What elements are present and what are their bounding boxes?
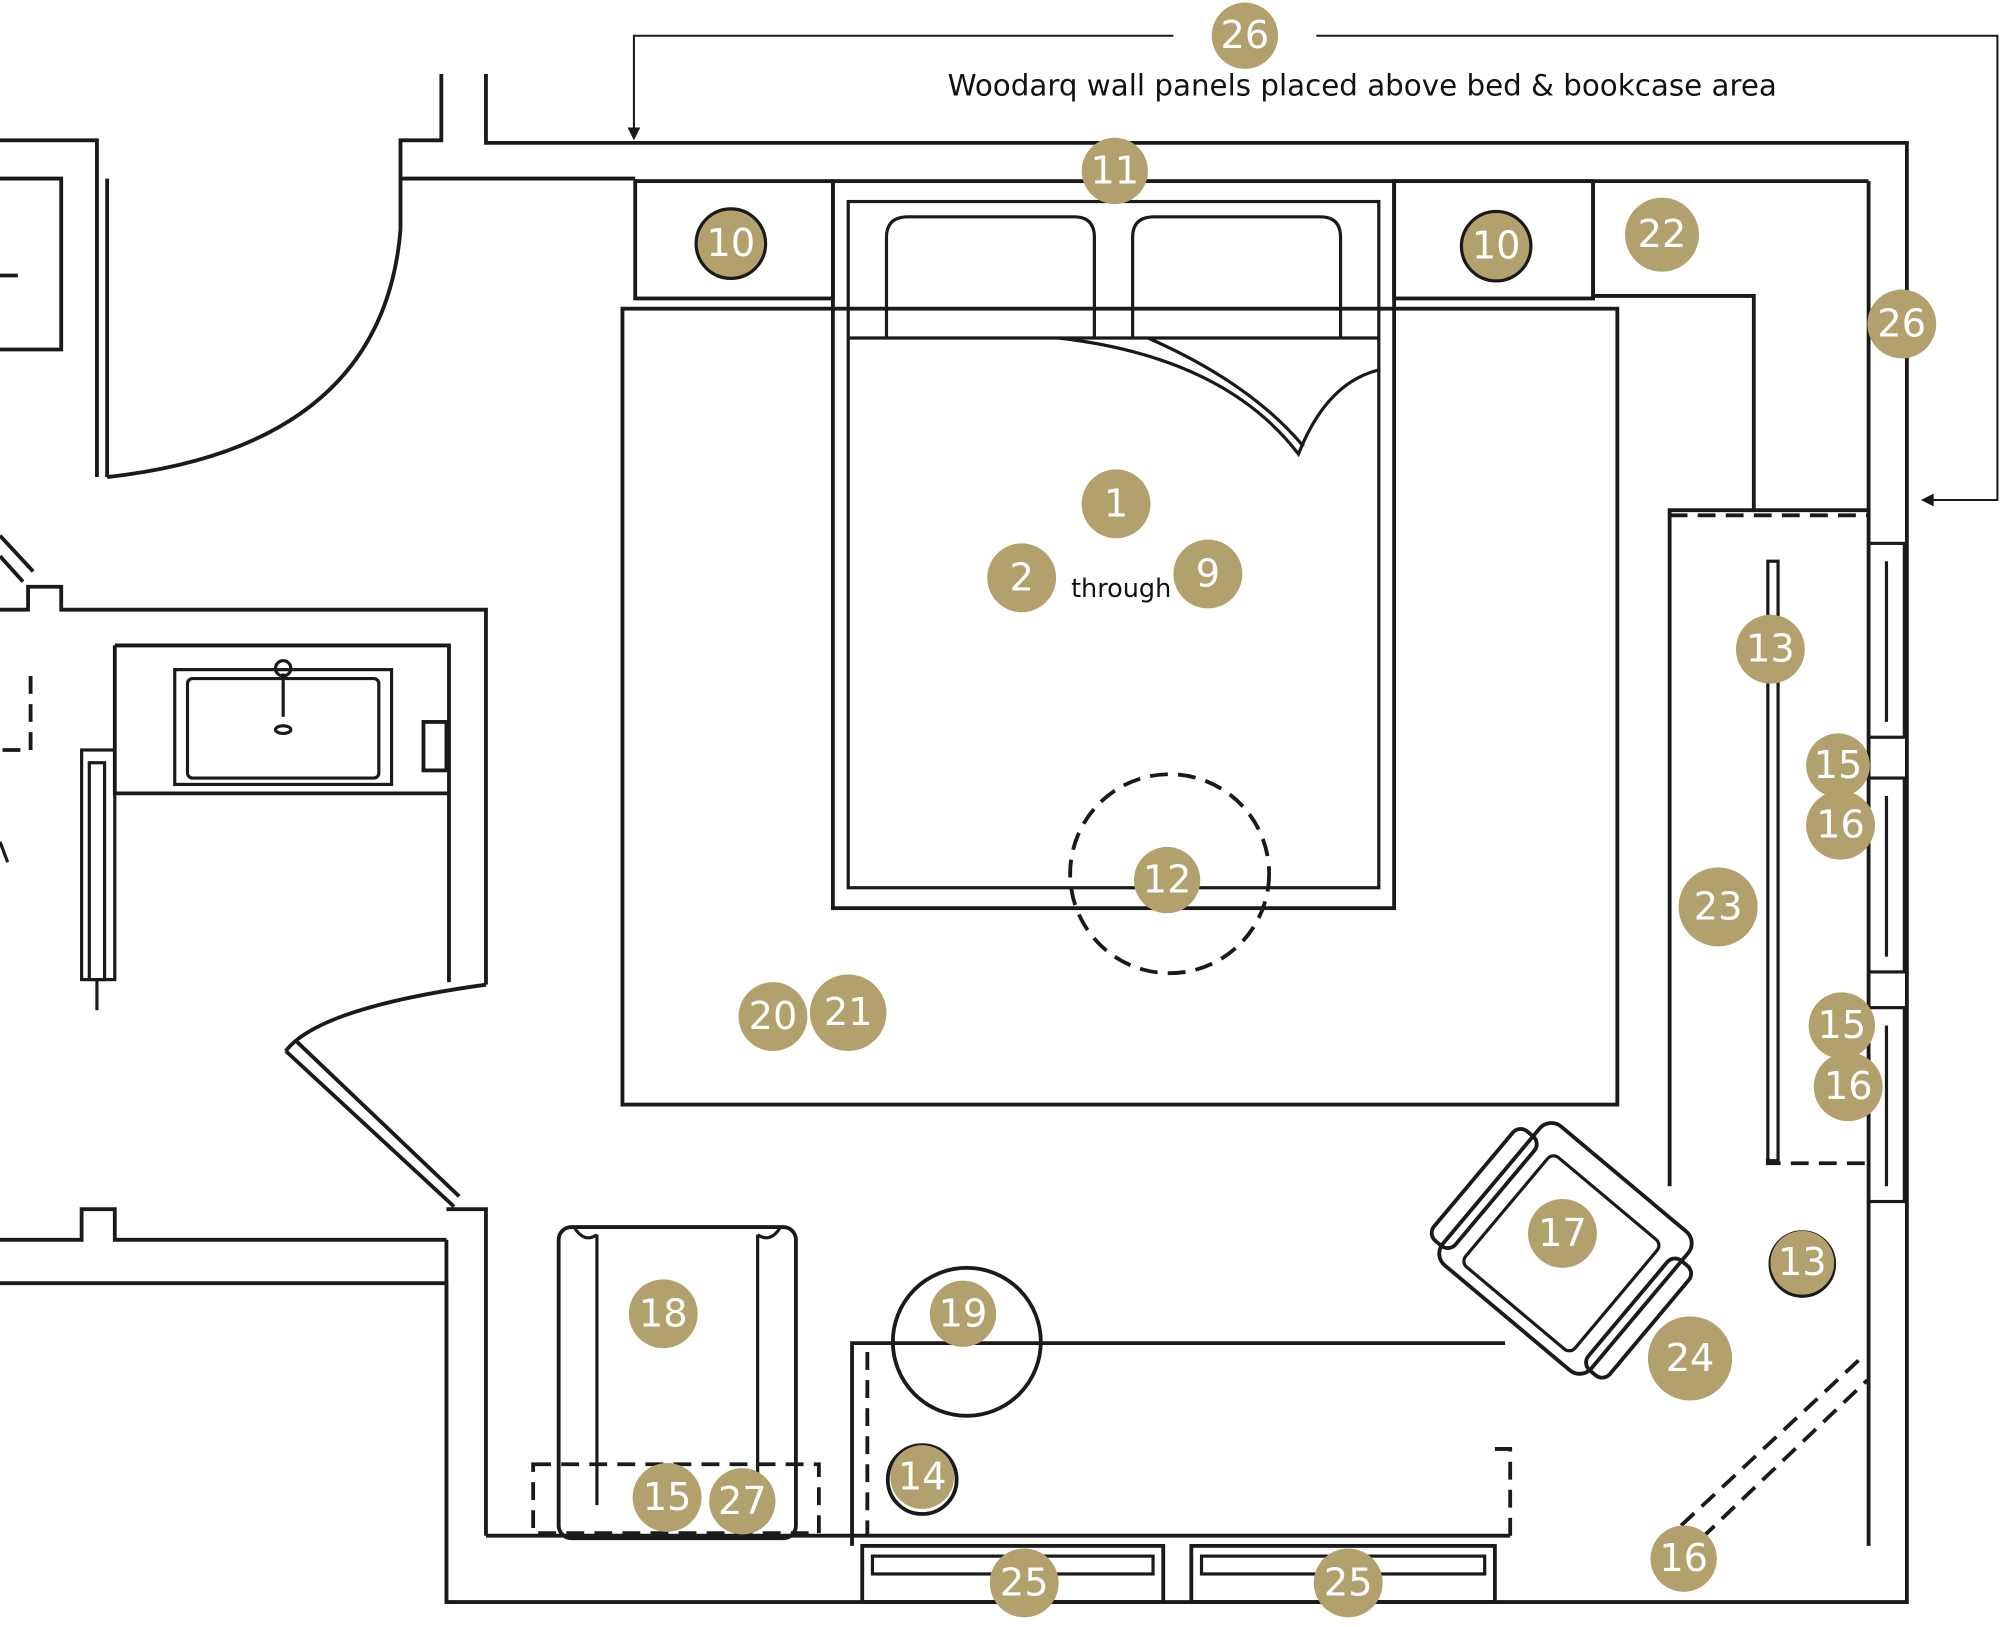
svg-text:2: 2 bbox=[1010, 555, 1034, 600]
windows bbox=[860, 1543, 1497, 1604]
area-rug bbox=[620, 306, 1620, 1107]
marker-25-left: 25 bbox=[989, 1548, 1059, 1618]
marker-26-top: 26 bbox=[1211, 2, 1279, 69]
svg-text:14: 14 bbox=[898, 1455, 947, 1500]
svg-text:22: 22 bbox=[1638, 212, 1687, 257]
marker-21: 21 bbox=[809, 974, 887, 1052]
marker-11: 11 bbox=[1081, 137, 1148, 205]
svg-text:21: 21 bbox=[824, 990, 873, 1035]
marker-10-left: 10 bbox=[697, 210, 765, 277]
marker-10-right: 10 bbox=[1462, 213, 1530, 280]
marker-26-side: 26 bbox=[1867, 289, 1937, 359]
marker-15-b: 15 bbox=[1808, 992, 1875, 1059]
svg-text:18: 18 bbox=[639, 1291, 688, 1336]
marker-16-a: 16 bbox=[1806, 790, 1875, 860]
svg-text:16: 16 bbox=[1816, 803, 1865, 848]
marker-14: 14 bbox=[890, 1445, 955, 1509]
bookcase bbox=[1667, 508, 1906, 1298]
marker-15-c: 15 bbox=[632, 1462, 702, 1532]
svg-text:11: 11 bbox=[1090, 148, 1139, 193]
svg-text:10: 10 bbox=[707, 221, 756, 266]
marker-23: 23 bbox=[1678, 867, 1758, 947]
svg-text:16: 16 bbox=[1659, 1536, 1708, 1581]
svg-text:23: 23 bbox=[1694, 884, 1743, 929]
svg-text:15: 15 bbox=[643, 1475, 692, 1520]
marker-13-bottom: 13 bbox=[1770, 1230, 1835, 1295]
marker-15-a: 15 bbox=[1806, 733, 1870, 798]
marker-1: 1 bbox=[1081, 469, 1151, 539]
marker-18: 18 bbox=[628, 1279, 698, 1349]
svg-text:10: 10 bbox=[1472, 224, 1521, 269]
marker-22: 22 bbox=[1624, 197, 1699, 272]
svg-text:12: 12 bbox=[1143, 858, 1192, 903]
svg-text:19: 19 bbox=[939, 1291, 988, 1336]
svg-text:1: 1 bbox=[1104, 481, 1128, 526]
svg-text:13: 13 bbox=[1778, 1240, 1827, 1285]
marker-20: 20 bbox=[738, 982, 808, 1052]
walls bbox=[0, 73, 1909, 1604]
wall-panel-callout-lines bbox=[627, 34, 1999, 507]
marker-24: 24 bbox=[1647, 1316, 1733, 1401]
nightstands bbox=[633, 179, 1756, 511]
svg-text:16: 16 bbox=[1824, 1064, 1873, 1109]
marker-16-c: 16 bbox=[1650, 1525, 1717, 1592]
through-label: through bbox=[1071, 574, 1171, 604]
svg-text:24: 24 bbox=[1666, 1336, 1715, 1381]
svg-text:25: 25 bbox=[1324, 1560, 1373, 1605]
furniture bbox=[531, 1121, 1869, 1546]
svg-text:15: 15 bbox=[1817, 1003, 1866, 1048]
wall-panel-note: Woodarq wall panels placed above bed & b… bbox=[948, 69, 1777, 103]
bathroom-fixtures bbox=[80, 659, 449, 1011]
marker-13-top: 13 bbox=[1735, 614, 1805, 684]
marker-25-right: 25 bbox=[1313, 1548, 1383, 1618]
svg-text:20: 20 bbox=[749, 994, 798, 1039]
marker-9: 9 bbox=[1173, 539, 1243, 609]
svg-text:15: 15 bbox=[1814, 743, 1863, 788]
doors bbox=[106, 229, 487, 1209]
svg-text:25: 25 bbox=[1000, 1560, 1049, 1605]
svg-text:17: 17 bbox=[1538, 1211, 1587, 1256]
svg-text:27: 27 bbox=[718, 1479, 767, 1524]
marker-16-b: 16 bbox=[1813, 1052, 1883, 1122]
marker-12: 12 bbox=[1133, 846, 1201, 914]
svg-text:9: 9 bbox=[1196, 551, 1220, 596]
marker-19: 19 bbox=[929, 1280, 997, 1347]
marker-27: 27 bbox=[709, 1468, 776, 1535]
svg-text:26: 26 bbox=[1221, 13, 1270, 58]
svg-text:26: 26 bbox=[1877, 301, 1926, 346]
marker-17: 17 bbox=[1528, 1198, 1597, 1268]
svg-text:13: 13 bbox=[1746, 627, 1795, 672]
marker-2: 2 bbox=[987, 543, 1057, 613]
